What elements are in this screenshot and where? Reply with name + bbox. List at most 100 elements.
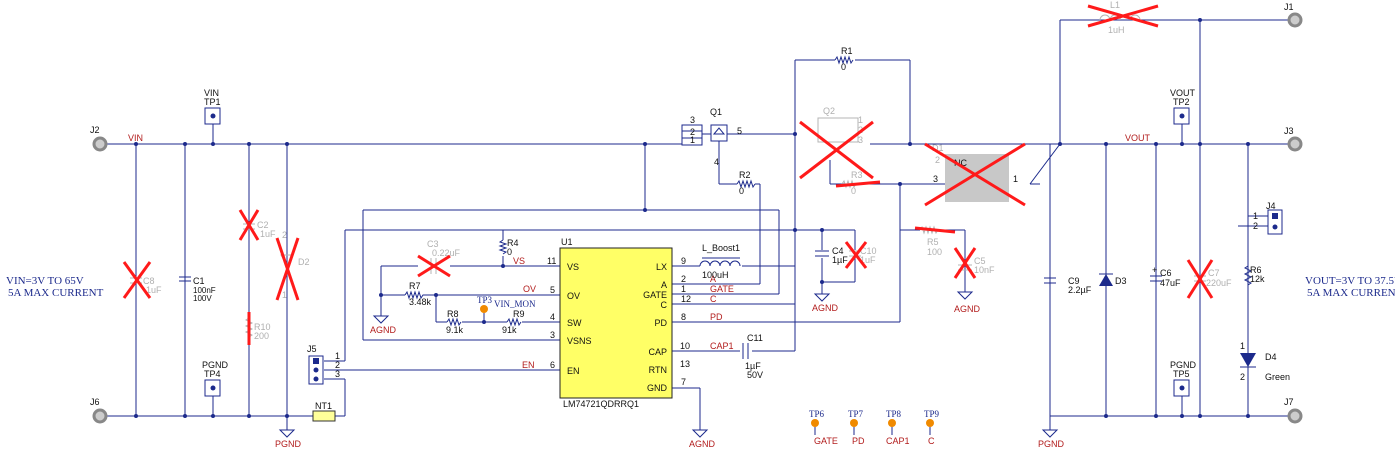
r2-ref: R2 bbox=[739, 170, 751, 180]
r10[interactable]: R10 200 bbox=[244, 312, 271, 345]
tp7-label: PD bbox=[852, 436, 865, 446]
r8-value: 9.1k bbox=[446, 325, 464, 335]
r7[interactable]: R7 3.48k bbox=[404, 281, 432, 307]
tp1[interactable]: VIN TP1 bbox=[204, 88, 221, 125]
c3[interactable]: C3 0.22uF bbox=[417, 239, 461, 278]
c4[interactable]: C4 1µF bbox=[815, 246, 848, 265]
d3[interactable]: D3 bbox=[1099, 273, 1127, 286]
r6-ref: R6 bbox=[1250, 265, 1262, 275]
c6-ref: C6 bbox=[1160, 268, 1172, 278]
tp7[interactable]: TP7 PD bbox=[848, 409, 865, 446]
q1[interactable]: 3 2 1 Q1 5 4 bbox=[681, 107, 742, 167]
j7-pad[interactable] bbox=[1287, 408, 1303, 424]
net-vs: VS bbox=[513, 256, 525, 266]
r10-value: 200 bbox=[254, 331, 269, 341]
r3[interactable]: R3 0 bbox=[835, 170, 881, 196]
net-gate: GATE bbox=[710, 284, 734, 294]
l1-ref: L1 bbox=[1110, 0, 1120, 10]
r1-ref: R1 bbox=[841, 46, 853, 56]
tp2-label: VOUT bbox=[1170, 88, 1196, 98]
c8-value: 1uF bbox=[146, 285, 162, 295]
r5-ref: R5 bbox=[927, 237, 939, 247]
tp5-ref: TP5 bbox=[1173, 369, 1190, 379]
r5[interactable]: R5 100 bbox=[914, 225, 956, 257]
q1-pin1: 1 bbox=[690, 135, 695, 145]
d4-value: Green bbox=[1265, 372, 1290, 382]
j5-pin1: 1 bbox=[335, 351, 340, 361]
c8[interactable]: C8 1uF bbox=[122, 261, 162, 299]
r4-ref: R4 bbox=[507, 238, 519, 248]
input-note-1: VIN=3V TO 65V bbox=[6, 275, 84, 287]
u1-pin-sw: SW bbox=[567, 318, 582, 328]
tp2[interactable]: VOUT TP2 bbox=[1170, 88, 1196, 125]
tp2-ref: TP2 bbox=[1173, 97, 1190, 107]
tp4[interactable]: PGND TP4 bbox=[202, 360, 229, 397]
u1-pin-rtn: RTN bbox=[649, 365, 667, 375]
d3-ref: D3 bbox=[1115, 276, 1127, 286]
c3-value: 0.22uF bbox=[432, 248, 461, 258]
tp3[interactable]: TP3 VIN_MON bbox=[477, 295, 536, 313]
r4[interactable]: R4 0 bbox=[498, 238, 519, 257]
c11-value: 1µF bbox=[745, 361, 761, 371]
u1-pin-sw-num: 4 bbox=[550, 312, 555, 322]
agnd-4: AGND bbox=[954, 291, 981, 314]
d4-ref: D4 bbox=[1265, 352, 1277, 362]
r8[interactable]: R8 9.1k bbox=[446, 309, 464, 335]
u1[interactable]: U1 LM74721QDRRQ1 VS 11 OV 5 SW 4 VSNS 3 … bbox=[547, 237, 691, 409]
u1-pin-vsns: VSNS bbox=[567, 336, 592, 346]
l1[interactable]: L1 1uH bbox=[1087, 0, 1159, 35]
j3-pad[interactable] bbox=[1287, 136, 1303, 152]
tp8[interactable]: TP8 CAP1 bbox=[886, 409, 910, 446]
c3-ref: C3 bbox=[427, 239, 439, 249]
agnd-3-label: AGND bbox=[812, 303, 839, 313]
d1-label: NC bbox=[954, 158, 967, 168]
r1[interactable]: R1 0 bbox=[834, 46, 854, 72]
q2[interactable]: Q2 1 2 3 bbox=[799, 106, 874, 180]
c10[interactable]: C10 1uF bbox=[844, 241, 877, 269]
q2-pin1: 1 bbox=[858, 115, 863, 125]
j1-pad[interactable] bbox=[1287, 12, 1303, 28]
d1[interactable]: NC D1 2 3 1 bbox=[924, 142, 1026, 207]
c1[interactable]: C1 100nF 100V bbox=[179, 276, 216, 303]
c1-value: 100nF bbox=[193, 286, 216, 295]
tp9[interactable]: TP9 C bbox=[924, 409, 940, 446]
d2[interactable]: D2 2 1 bbox=[275, 230, 310, 301]
c9-value: 2.2µF bbox=[1068, 285, 1092, 295]
j2-pad[interactable] bbox=[92, 136, 108, 152]
r9[interactable]: R9 91k bbox=[502, 309, 525, 335]
j4[interactable]: J4 1 2 bbox=[1253, 201, 1283, 235]
q1-pin4: 4 bbox=[714, 157, 719, 167]
pgnd-left: PGND bbox=[275, 429, 302, 449]
c2-ref: C2 bbox=[257, 220, 269, 230]
d4[interactable]: 1 2 D4 Green bbox=[1240, 341, 1290, 382]
net-vout: VOUT bbox=[1125, 133, 1151, 143]
tp5[interactable]: PGND TP5 bbox=[1170, 360, 1197, 397]
agnd-2: AGND bbox=[689, 429, 716, 449]
j5-pin2: 2 bbox=[335, 360, 340, 370]
c5[interactable]: C5 10nF bbox=[953, 247, 995, 279]
c7[interactable]: C7 220uF bbox=[1186, 259, 1232, 299]
nt1[interactable]: NT1 bbox=[312, 401, 336, 422]
r6[interactable]: R6 12k bbox=[1243, 265, 1265, 286]
c6-plus: + bbox=[1152, 265, 1157, 275]
c2[interactable]: C2 1uF bbox=[238, 209, 276, 241]
c6[interactable]: + C6 47uF bbox=[1150, 265, 1181, 288]
j4-ref: J4 bbox=[1266, 201, 1276, 211]
c9[interactable]: C9 2.2µF bbox=[1044, 276, 1092, 295]
u1-pin-vs-num: 11 bbox=[547, 256, 556, 266]
c1-voltage: 100V bbox=[193, 294, 212, 303]
c8-ref: C8 bbox=[143, 276, 155, 286]
j5[interactable]: J5 1 2 3 bbox=[307, 344, 340, 385]
r5-value: 100 bbox=[927, 247, 942, 257]
c1-ref: C1 bbox=[193, 276, 205, 286]
r2[interactable]: R2 0 bbox=[736, 170, 756, 196]
tp9-label: C bbox=[928, 436, 935, 446]
l-boost[interactable]: L_Boost1 100uH bbox=[699, 243, 741, 280]
u1-pin-vsns-num: 3 bbox=[550, 330, 555, 340]
tp6[interactable]: TP6 GATE bbox=[809, 409, 838, 446]
c11[interactable]: C11 1µF 50V bbox=[742, 333, 763, 380]
q2-ref: Q2 bbox=[823, 106, 835, 116]
c11-voltage: 50V bbox=[747, 370, 763, 380]
j6-pad[interactable] bbox=[92, 408, 108, 424]
j4-pin2: 2 bbox=[1253, 221, 1258, 231]
